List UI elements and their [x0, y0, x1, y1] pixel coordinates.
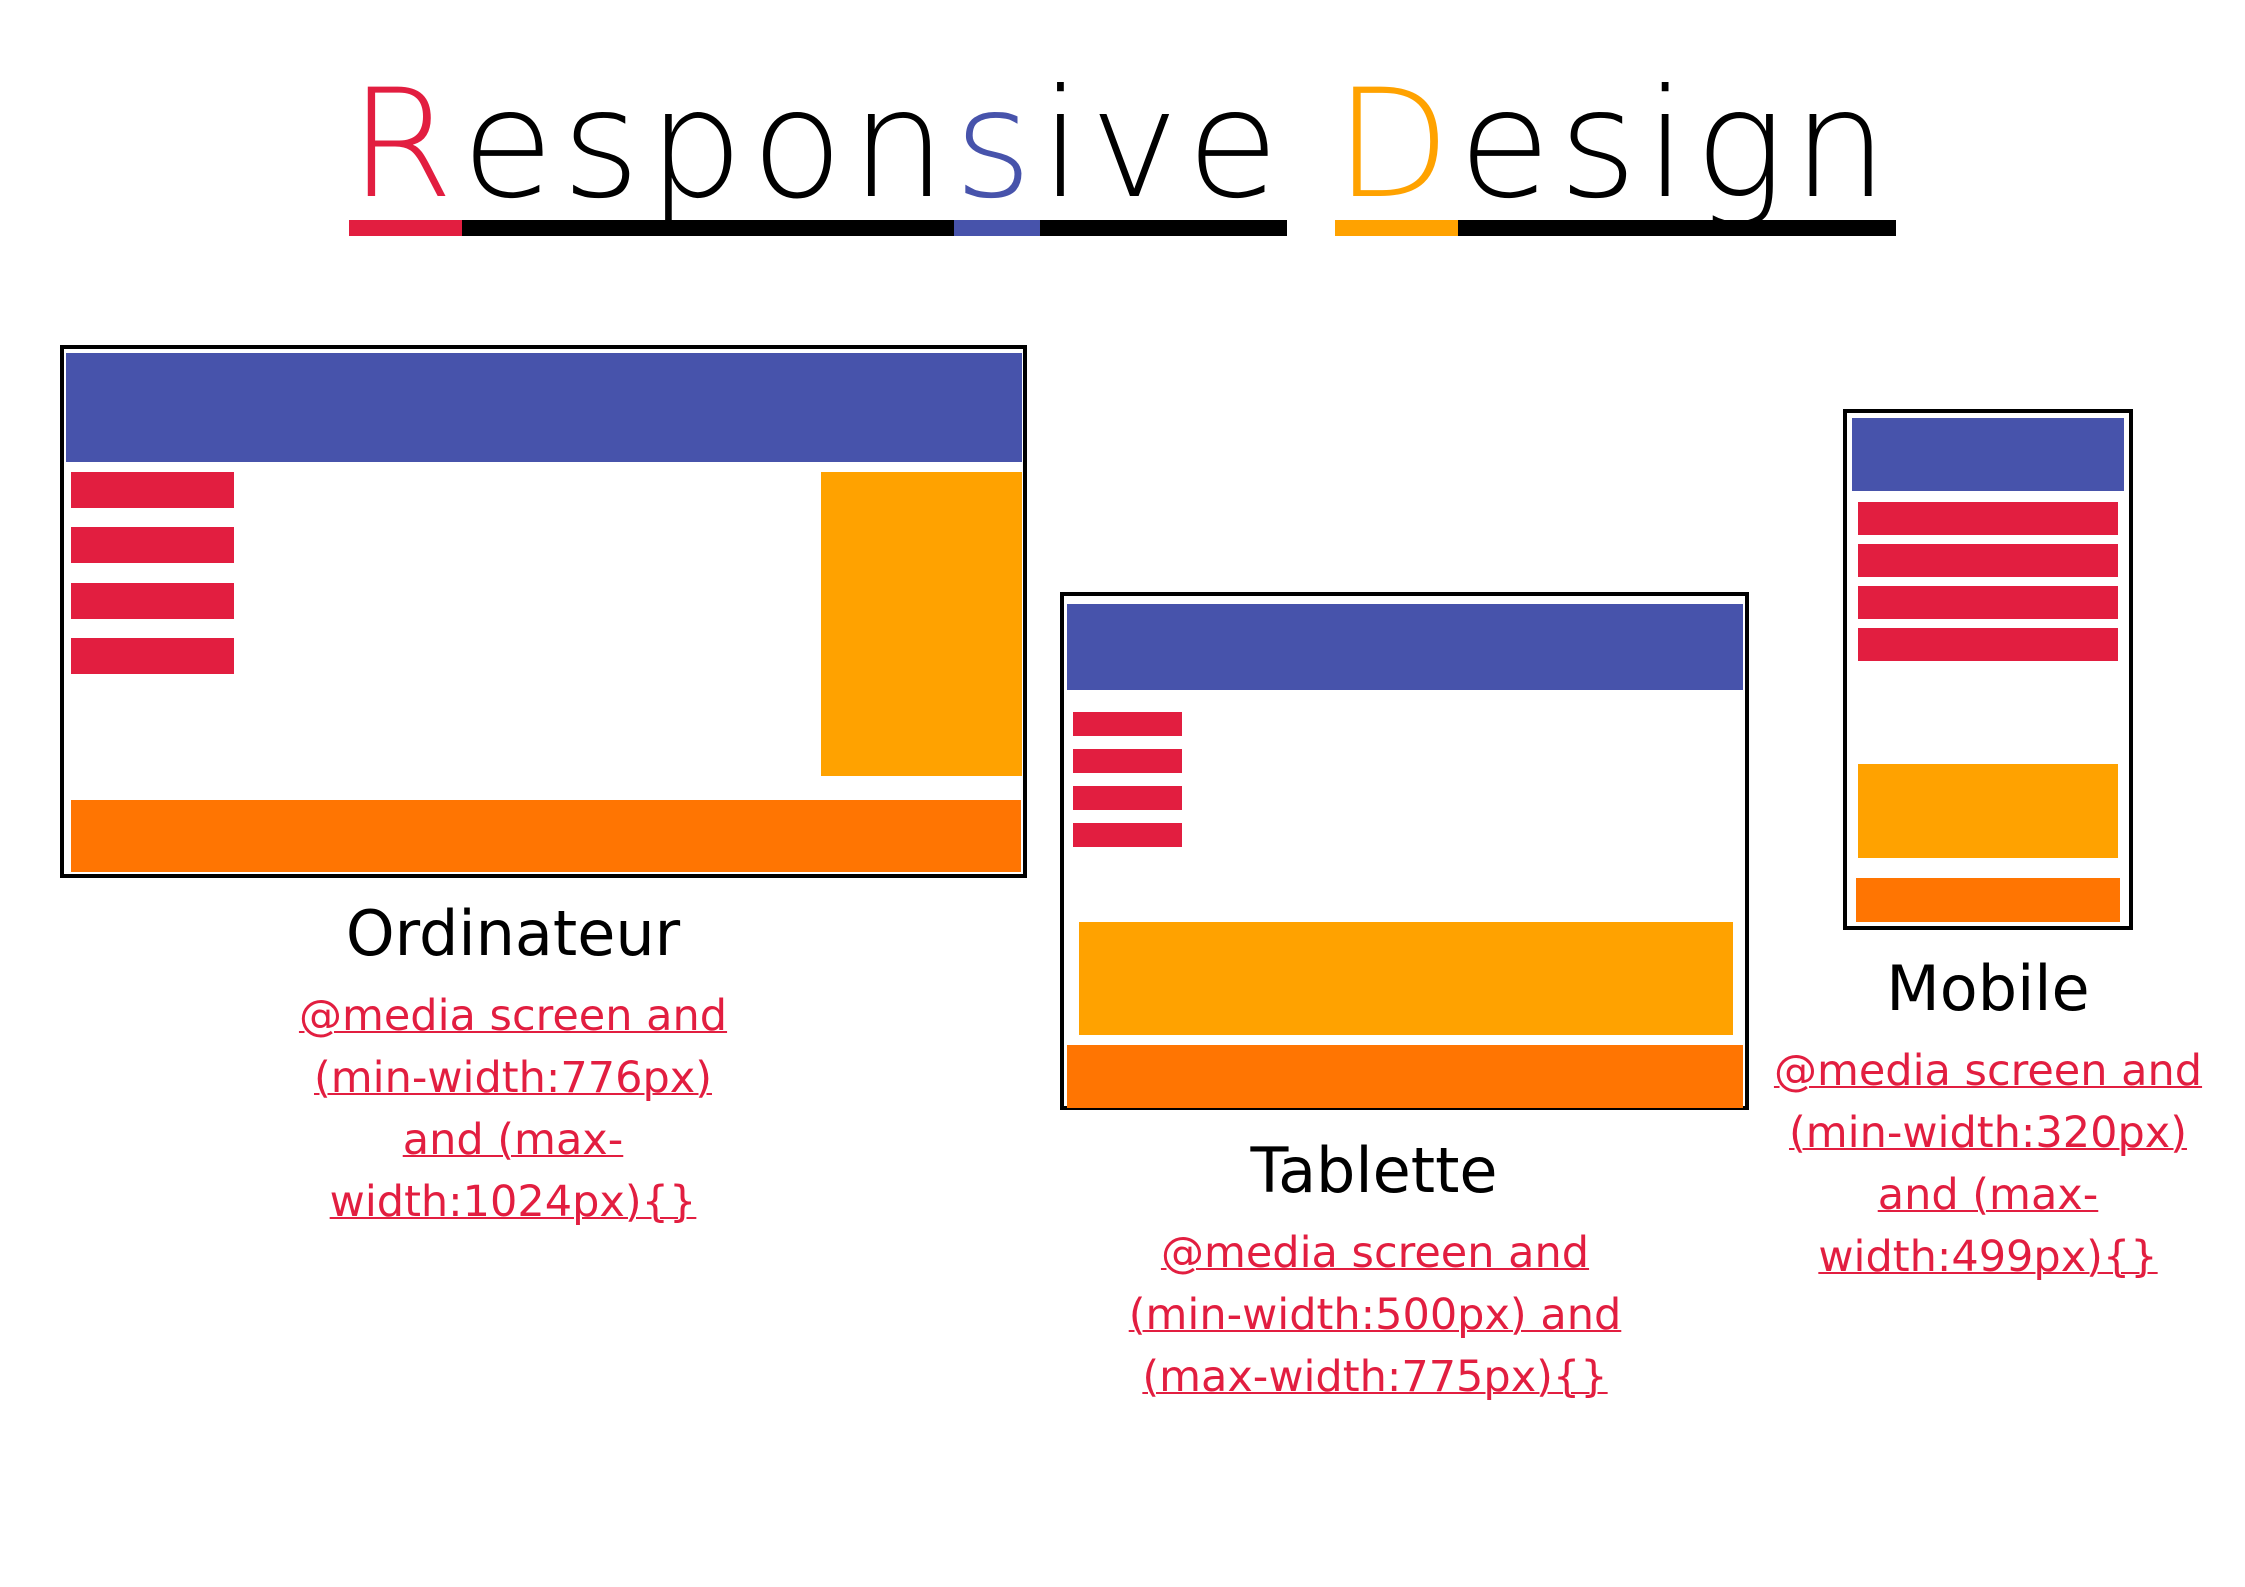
tablet-menu-item — [1073, 823, 1182, 847]
tablet-media-query: @media screen and (min-width:500px) and (m… — [1110, 1222, 1640, 1408]
desktop-media-query-line: and (max- — [402, 1115, 624, 1165]
mobile-menu-item — [1858, 628, 2118, 661]
tablet-menu-item — [1073, 749, 1182, 773]
mobile-frame — [1843, 409, 2133, 930]
desktop-media-query-line: width:1024px){} — [329, 1177, 697, 1227]
desktop-menu-item — [71, 583, 234, 619]
title-segment: espon — [461, 70, 955, 236]
tablet-media-query-line: (max-width:775px){} — [1142, 1352, 1608, 1402]
mobile-footer-block — [1856, 878, 2120, 922]
mobile-label: Mobile — [1886, 952, 2090, 1025]
desktop-media-query: @media screen and (min-width:776px) and (m… — [273, 985, 753, 1233]
tablet-menu-item — [1073, 712, 1182, 736]
mobile-media-query-line: @media screen and — [1773, 1046, 2203, 1096]
tablet-menu-item — [1073, 786, 1182, 810]
mobile-menu-item — [1858, 586, 2118, 619]
diagram-title: Responsive Design — [0, 70, 2245, 236]
tablet-frame — [1060, 592, 1749, 1110]
desktop-media-query-line: @media screen and — [298, 991, 728, 1041]
mobile-media-query-line: width:499px){} — [1818, 1232, 2158, 1282]
tablet-footer-block — [1067, 1045, 1743, 1108]
title-segment: ive — [1040, 70, 1287, 236]
mobile-header-block — [1852, 418, 2124, 491]
desktop-menu-item — [71, 638, 234, 674]
title-segment: R — [349, 70, 462, 236]
tablet-media-query-line: @media screen and — [1160, 1228, 1590, 1278]
tablet-label: Tablette — [1250, 1134, 1498, 1207]
desktop-menu-item — [71, 527, 234, 563]
desktop-footer-block — [71, 800, 1021, 872]
mobile-media-query-line: and (max- — [1877, 1170, 2099, 1220]
title-segment: esign — [1458, 70, 1896, 236]
desktop-media-query-line: (min-width:776px) — [314, 1053, 712, 1103]
desktop-label: Ordinateur — [345, 897, 681, 970]
desktop-menu-item — [71, 472, 234, 508]
title-segment: s — [954, 70, 1041, 236]
mobile-media-query-line: (min-width:320px) — [1789, 1108, 2187, 1158]
mobile-aside-block — [1858, 764, 2118, 858]
title-segment: D — [1334, 70, 1459, 236]
mobile-menu-item — [1858, 544, 2118, 577]
tablet-aside-block — [1079, 922, 1733, 1035]
tablet-media-query-line: (min-width:500px) and — [1128, 1290, 1622, 1340]
desktop-header-block — [66, 353, 1022, 462]
desktop-frame — [60, 345, 1027, 878]
mobile-media-query: @media screen and (min-width:320px) and (m… — [1758, 1040, 2218, 1288]
tablet-header-block — [1067, 604, 1743, 690]
desktop-aside-block — [821, 472, 1022, 776]
mobile-menu-item — [1858, 502, 2118, 535]
